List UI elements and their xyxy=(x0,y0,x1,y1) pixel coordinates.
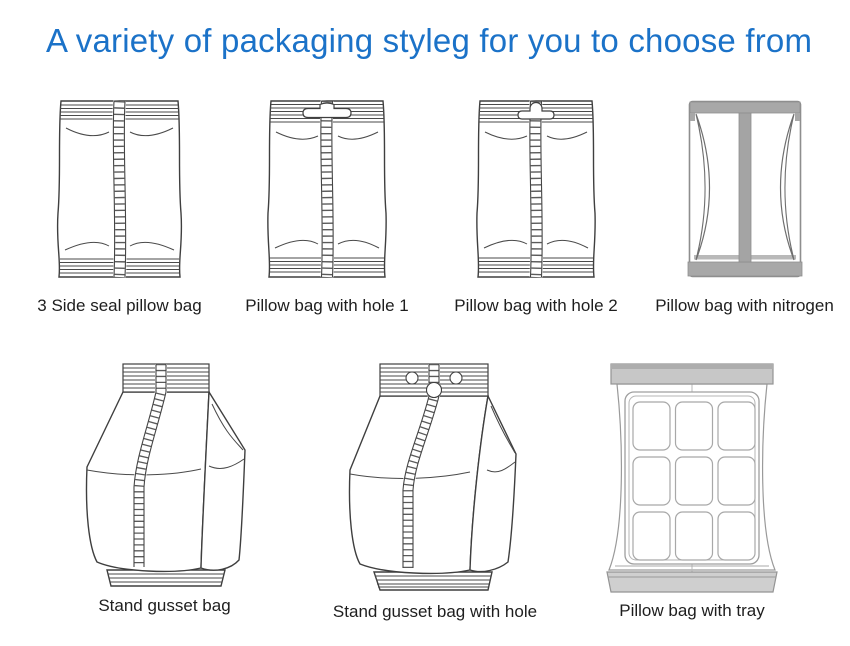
bottom-seal-bar xyxy=(687,261,802,277)
figure-3-side-seal-pillow-bag: 3 Side seal pillow bag xyxy=(22,98,217,316)
euro-hole-slot xyxy=(302,102,352,119)
pillow-bag-hole1-illustration xyxy=(267,100,387,278)
butterfly-hole xyxy=(517,101,555,120)
figure-label: Pillow bag with hole 2 xyxy=(454,296,618,315)
top-seal-bar xyxy=(689,101,800,114)
figure-stand-gusset-bag-with-hole: Stand gusset bag with hole xyxy=(330,362,540,622)
tray-compartments xyxy=(632,401,756,561)
figure-pillow-bag-with-nitrogen: Pillow bag with nitrogen xyxy=(652,98,837,316)
figure-label: Stand gusset bag xyxy=(98,596,231,615)
bottom-seal-band xyxy=(606,571,778,593)
figure-label: Pillow bag with tray xyxy=(619,601,765,620)
pillow-bag-illustration xyxy=(56,100,183,278)
figure-label: 3 Side seal pillow bag xyxy=(37,296,202,315)
figure-label: Pillow bag with hole 1 xyxy=(245,296,409,315)
stand-gusset-bag-hole-illustration xyxy=(348,363,517,591)
hang-hole-center xyxy=(425,381,443,399)
figure-pillow-bag-with-hole-2: Pillow bag with hole 2 xyxy=(446,98,626,316)
page-title: A variety of packaging styleg for you to… xyxy=(46,22,813,59)
figure-label: Pillow bag with nitrogen xyxy=(655,296,834,315)
hang-hole-left xyxy=(405,371,419,385)
hang-hole-right xyxy=(449,371,463,385)
figure-label: Stand gusset bag with hole xyxy=(332,602,538,621)
figure-stand-gusset-bag: Stand gusset bag xyxy=(62,362,267,616)
pillow-bag-hole2-illustration xyxy=(476,100,596,278)
center-seal-bar xyxy=(738,112,751,263)
nitrogen-bag-illustration xyxy=(687,100,802,278)
figure-pillow-bag-with-hole-1: Pillow bag with hole 1 xyxy=(237,98,417,316)
tray-bag-illustration xyxy=(606,363,778,593)
stand-gusset-bag-illustration xyxy=(85,363,246,587)
figure-pillow-bag-with-tray: Pillow bag with tray xyxy=(588,360,796,621)
